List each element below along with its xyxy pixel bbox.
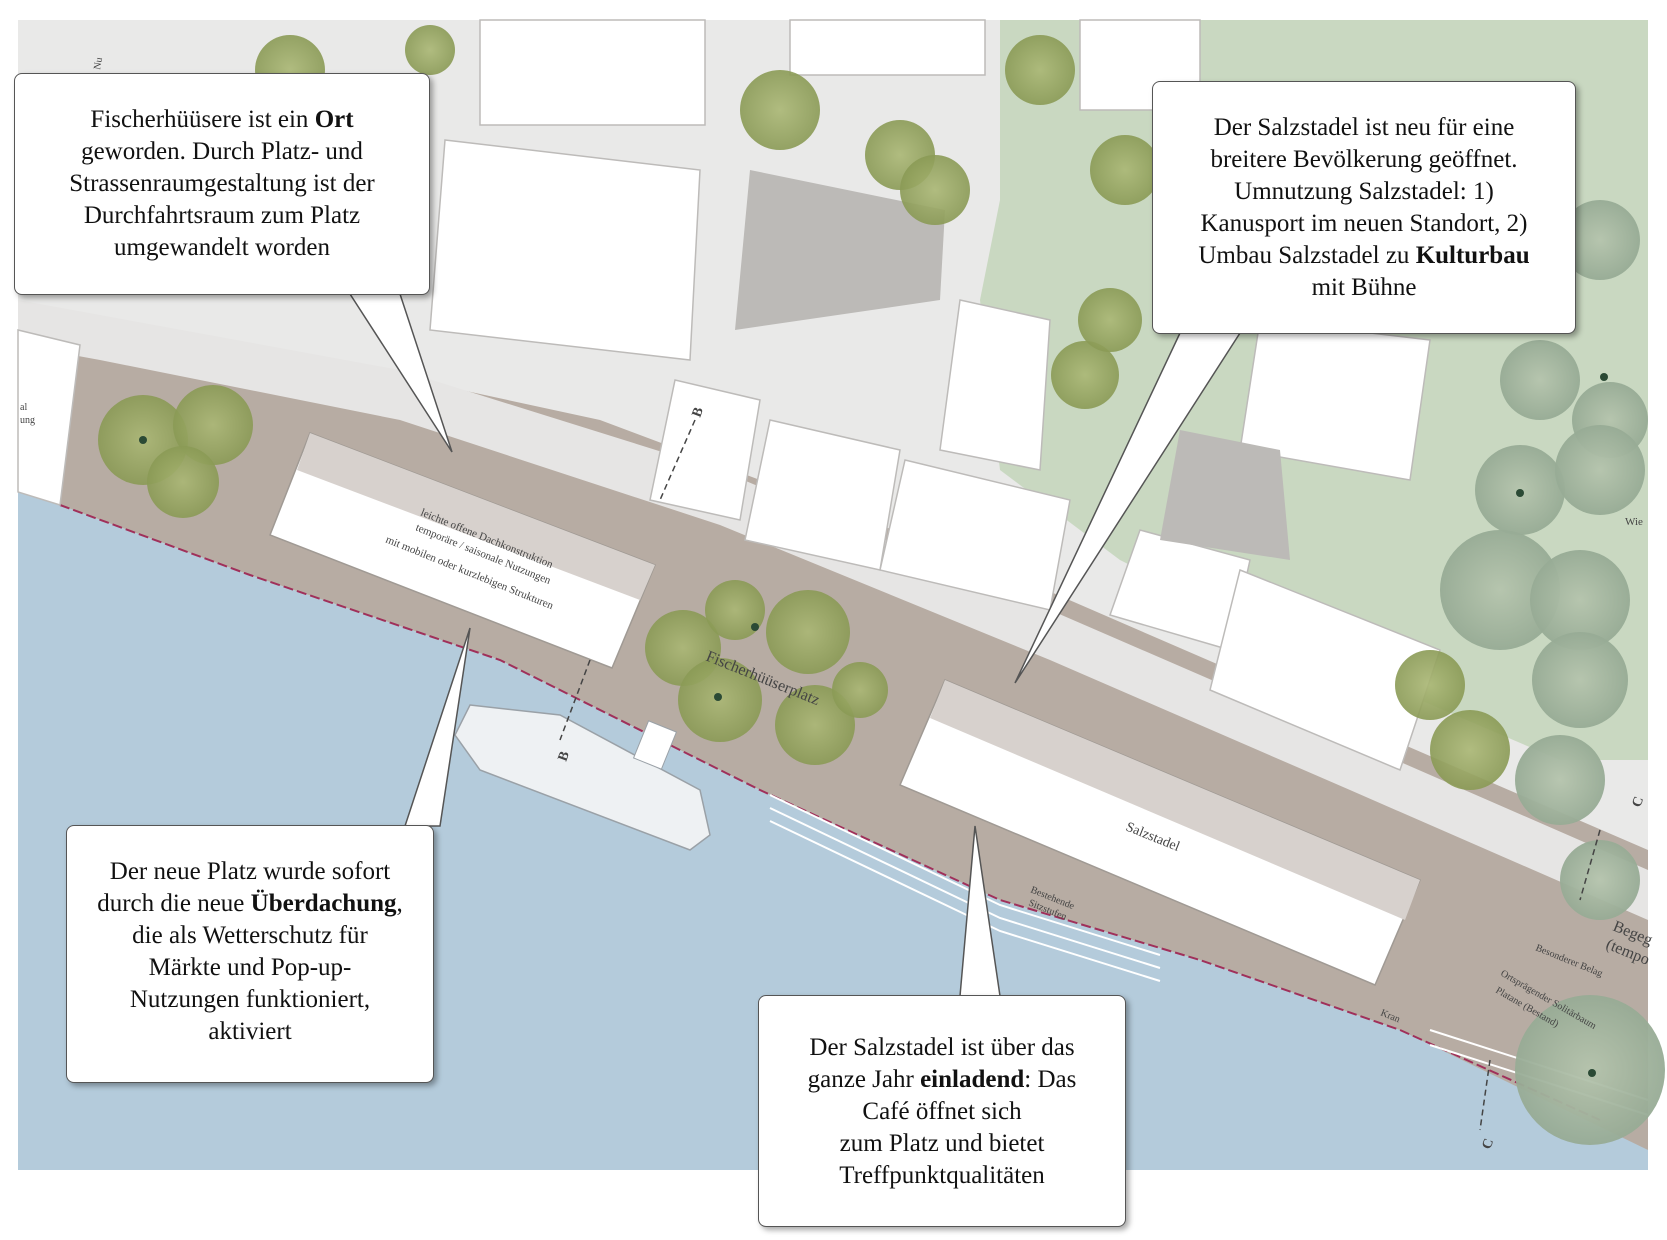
label-left-edge-2: ung bbox=[20, 415, 35, 426]
tree-trunks bbox=[139, 373, 1608, 1077]
callout-einladend: Der Salzstadel ist über das ganze Jahr e… bbox=[758, 995, 1126, 1227]
section-lines bbox=[559, 419, 1601, 1131]
roof-structure bbox=[269, 432, 656, 669]
road bbox=[18, 300, 1648, 920]
label-left-edge-1: al bbox=[20, 402, 27, 413]
buildings bbox=[17, 19, 1441, 772]
boat bbox=[454, 704, 711, 851]
courtyards bbox=[735, 170, 1290, 560]
label-section-c-bottom: C bbox=[1480, 1137, 1498, 1152]
label-top-edge-1: Nu bbox=[92, 57, 105, 71]
jetty bbox=[632, 720, 678, 770]
callout-kulturbau: Der Salzstadel ist neu für eine breitere… bbox=[1152, 81, 1576, 334]
salzstadel-building bbox=[899, 679, 1421, 986]
label-right-edge-1: Wie bbox=[1625, 516, 1643, 528]
label-section-c-right: C bbox=[1630, 795, 1648, 810]
callout-ueberdachung: Der neue Platz wurde sofort durch die ne… bbox=[66, 825, 434, 1083]
callout-ort: Fischerhüüsere ist ein Ort geworden. Dur… bbox=[14, 73, 430, 295]
shoreline bbox=[59, 504, 1601, 1121]
callout-pointers bbox=[348, 293, 1242, 997]
